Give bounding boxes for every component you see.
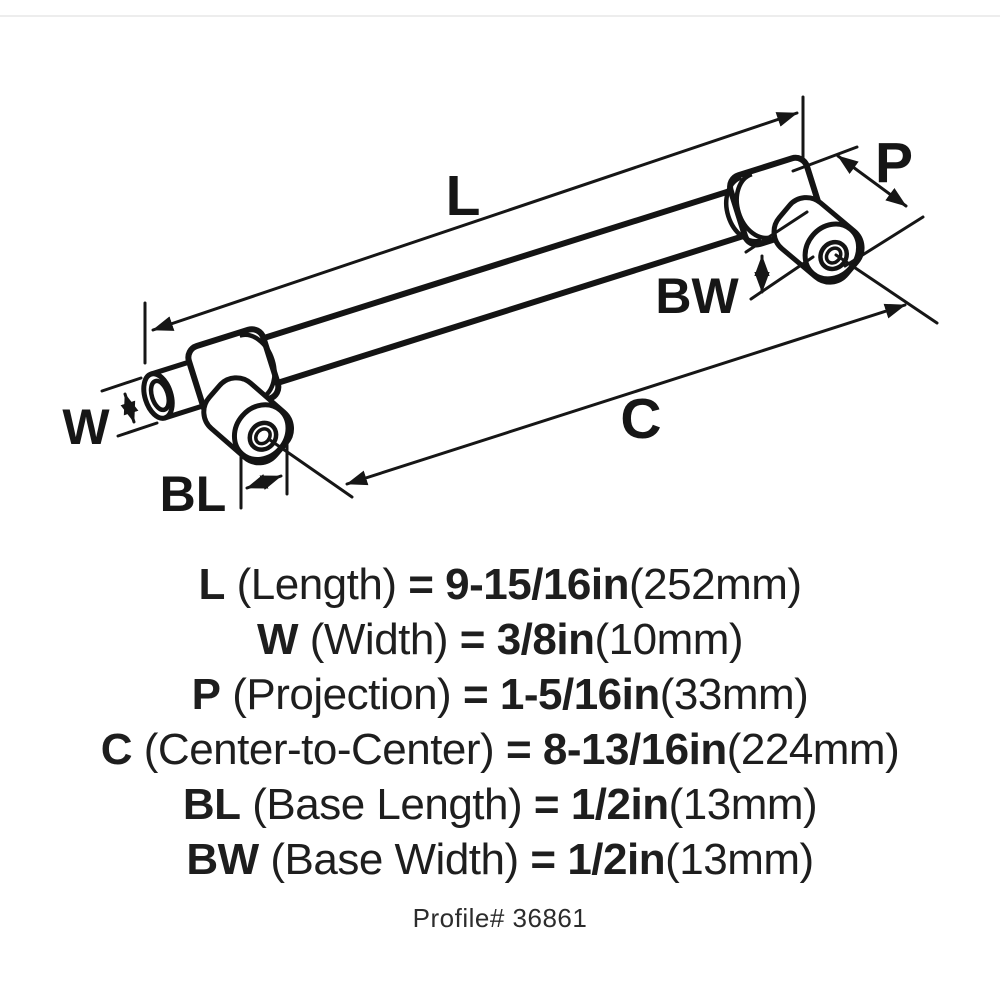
w-extension-tick-top: [100, 376, 143, 393]
dimension-c: C: [268, 253, 939, 499]
spec-equals: =: [505, 725, 532, 774]
spec-symbol: BW: [186, 835, 259, 884]
c-extension-line-right: [834, 253, 939, 325]
spec-name: (Length): [236, 560, 397, 609]
spec-row-projection: P (Projection) = 1-5/16in(33mm): [0, 667, 1000, 722]
spec-row-width: W (Width) = 3/8in(10mm): [0, 612, 1000, 667]
spec-name: (Base Width): [270, 835, 519, 884]
p-extension-line-bottom: [843, 215, 925, 268]
spec-symbol: W: [256, 615, 299, 664]
spec-row-length: L (Length) = 9-15/16in(252mm): [0, 557, 1000, 612]
dim-label-bl: BL: [160, 466, 227, 522]
spec-imperial: 3/8in: [496, 615, 595, 664]
spec-metric: (13mm): [668, 780, 818, 829]
spec-imperial: 1/2in: [567, 835, 666, 884]
spec-metric: (10mm): [594, 615, 744, 664]
spec-imperial: 8-13/16in: [542, 725, 727, 774]
l-dimension-line: [151, 111, 799, 332]
dim-label-p: P: [875, 131, 913, 195]
spec-equals: =: [459, 615, 486, 664]
spec-metric: (252mm): [629, 560, 802, 609]
spec-row-center-to-center: C (Center-to-Center) = 8-13/16in(224mm): [0, 722, 1000, 777]
spec-imperial: 9-15/16in: [445, 560, 629, 609]
right-screw-hole-inner: [824, 246, 843, 265]
spec-symbol: P: [191, 670, 221, 719]
c-dimension-line: [345, 303, 907, 486]
dimension-bl: BL: [160, 439, 289, 522]
spec-equals: =: [530, 835, 556, 884]
spec-imperial: 1/2in: [570, 780, 669, 829]
dimension-l: L: [143, 95, 805, 365]
spec-metric: (13mm): [665, 835, 814, 884]
left-screw-hole-inner: [254, 427, 272, 446]
spec-symbol: BL: [182, 780, 241, 829]
spec-equals: =: [408, 560, 434, 609]
spec-metric: (33mm): [659, 670, 809, 719]
dimension-w: W: [62, 376, 159, 455]
bar-tip-face-inner: [148, 378, 172, 413]
bw-extension-line-bottom: [749, 255, 815, 301]
spec-imperial: 1-5/16in: [499, 670, 660, 719]
spec-row-base-width: BW (Base Width) = 1/2in(13mm): [0, 832, 1000, 887]
spec-equals: =: [462, 670, 489, 719]
dim-label-l: L: [446, 164, 481, 228]
spec-symbol: L: [198, 560, 225, 609]
dim-label-bw: BW: [655, 268, 739, 324]
w-dimension-arrow: [120, 392, 139, 424]
dimension-p: P: [791, 131, 925, 268]
spec-name: (Projection): [232, 670, 452, 719]
spec-symbol: C: [100, 725, 133, 774]
spec-list: L (Length) = 9-15/16in(252mm) W (Width) …: [0, 557, 1000, 932]
dim-label-c: C: [620, 387, 661, 451]
spec-name: (Center-to-Center): [143, 725, 495, 774]
spec-row-base-length: BL (Base Length) = 1/2in(13mm): [0, 777, 1000, 832]
bw-extension-line-top: [744, 210, 809, 254]
p-dimension-arrow: [836, 154, 908, 208]
spec-equals: =: [533, 780, 560, 829]
spec-metric: (224mm): [726, 725, 900, 774]
spec-name: (Base Length): [252, 780, 523, 829]
p-extension-line-top: [791, 145, 859, 173]
top-divider-line: [0, 15, 1000, 17]
w-extension-tick-bottom: [116, 421, 159, 438]
spec-name: (Width): [309, 615, 449, 664]
bl-dimension-arrow: [245, 474, 283, 490]
c-extension-line-left: [268, 438, 354, 499]
left-post: [201, 375, 295, 466]
left-end-cap-rim: [238, 332, 277, 401]
profile-number: Profile# 36861: [412, 903, 588, 933]
dim-label-w: W: [62, 399, 110, 455]
